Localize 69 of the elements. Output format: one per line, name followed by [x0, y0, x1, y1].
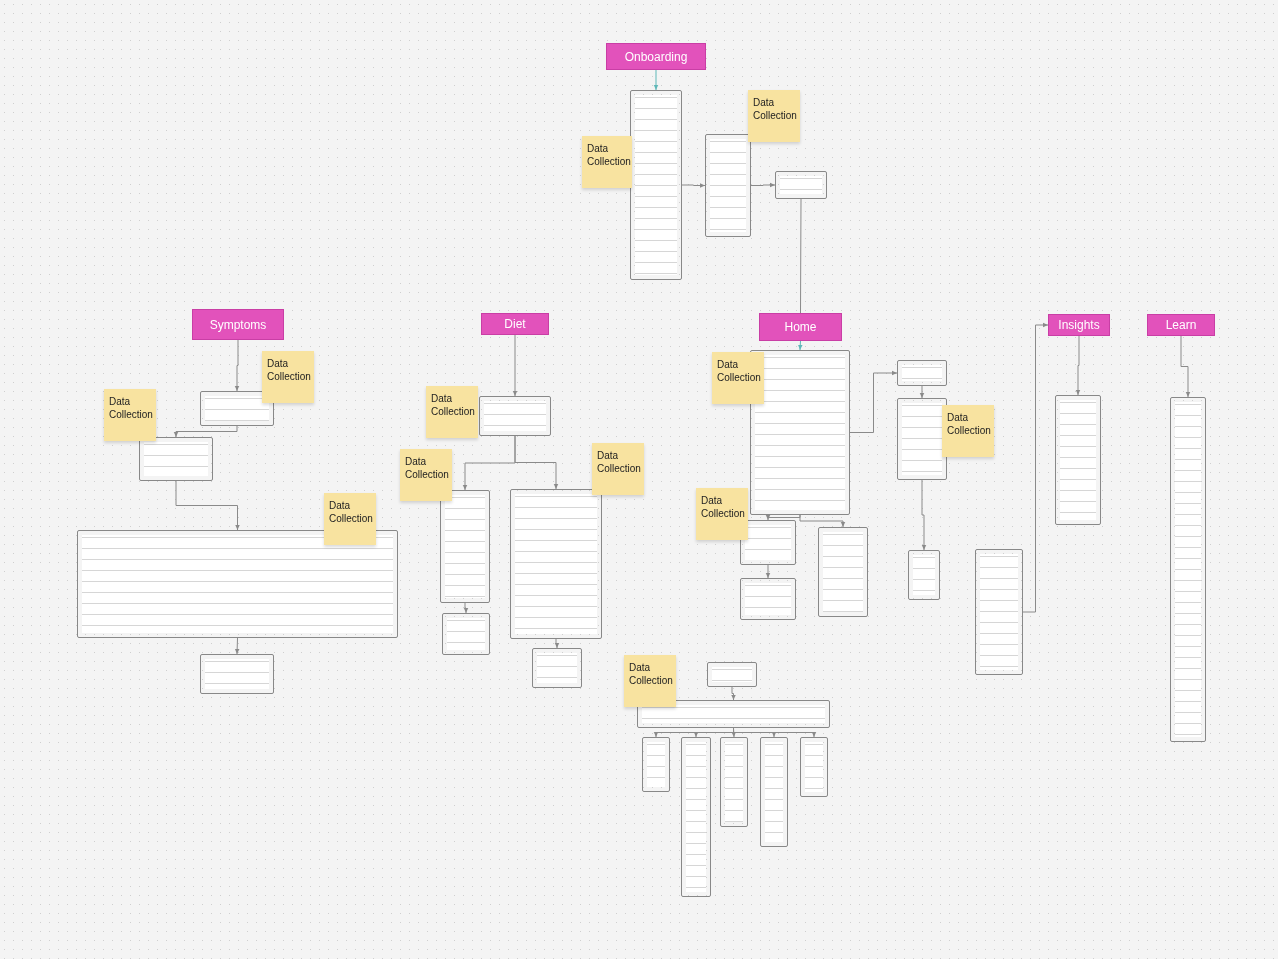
- section-header: Symptoms: [192, 309, 284, 340]
- section-header: Diet: [481, 313, 549, 335]
- screen-frame: [1170, 397, 1206, 742]
- connector-arrow: [919, 385, 925, 399]
- connector-arrow: [173, 425, 238, 438]
- connector-arrow: [849, 370, 898, 433]
- screen-frame: [681, 737, 711, 897]
- connector-arrow: [681, 183, 706, 188]
- screen-frame: [800, 737, 828, 797]
- screen-frame: [818, 527, 868, 617]
- screen-frame: [760, 737, 788, 847]
- connector-arrow: [1022, 322, 1049, 613]
- screen-frame: [200, 654, 274, 694]
- screen-frame: [510, 489, 602, 639]
- sticky-note: Data Collection: [582, 136, 632, 188]
- screen-frame: [637, 700, 830, 728]
- section-header: Onboarding: [606, 43, 706, 70]
- connector-arrow: [765, 564, 771, 579]
- screen-frame: [1055, 395, 1101, 525]
- sticky-note: Data Collection: [592, 443, 644, 495]
- connector-arrow: [799, 514, 846, 528]
- connector-arrow: [921, 479, 927, 551]
- connector-arrow: [463, 602, 469, 614]
- screen-frame: [139, 437, 213, 481]
- sticky-note: Data Collection: [624, 655, 676, 707]
- connector-arrow: [234, 339, 240, 392]
- screen-frame: [479, 396, 551, 436]
- connector-arrow: [175, 480, 240, 531]
- screen-frame: [897, 360, 947, 386]
- sticky-note: Data Collection: [426, 386, 478, 438]
- connector-arrow: [514, 435, 559, 490]
- connector-arrow: [765, 514, 801, 521]
- connector-arrow: [1075, 335, 1081, 396]
- connector-arrow: [797, 340, 803, 351]
- screen-frame: [440, 490, 490, 603]
- sticky-note: Data Collection: [942, 405, 994, 457]
- screen-frame: [630, 90, 682, 280]
- connector-arrow: [731, 686, 736, 701]
- screen-frame: [707, 662, 757, 687]
- connector-arrow: [512, 334, 518, 397]
- screen-frame: [442, 613, 490, 655]
- screen-frame: [642, 737, 670, 792]
- screen-frame: [740, 578, 796, 620]
- screen-frame: [740, 520, 796, 565]
- sticky-note: Data Collection: [748, 90, 800, 142]
- connector-arrow: [653, 69, 659, 91]
- sticky-note: Data Collection: [712, 352, 764, 404]
- section-header: Learn: [1147, 314, 1215, 336]
- screen-frame: [77, 530, 398, 638]
- screen-frame: [975, 549, 1023, 675]
- screen-frame: [720, 737, 748, 827]
- sticky-note: Data Collection: [696, 488, 748, 540]
- connector-arrow: [1180, 335, 1191, 398]
- screen-frame: [532, 648, 582, 688]
- screen-frame: [908, 550, 940, 600]
- screen-frame: [200, 391, 274, 426]
- sticky-note: Data Collection: [400, 449, 452, 501]
- sticky-note: Data Collection: [324, 493, 376, 545]
- sticky-note: Data Collection: [262, 351, 314, 403]
- sticky-note: Data Collection: [104, 389, 156, 441]
- connector-arrow: [733, 727, 817, 738]
- section-header: Home: [759, 313, 842, 341]
- screen-frame: [775, 171, 827, 199]
- connector-arrow: [750, 182, 776, 188]
- screen-frame: [897, 398, 947, 480]
- connector-arrow: [234, 637, 240, 655]
- screen-frame: [705, 134, 751, 237]
- connector-arrow: [554, 638, 560, 649]
- section-header: Insights: [1048, 314, 1110, 336]
